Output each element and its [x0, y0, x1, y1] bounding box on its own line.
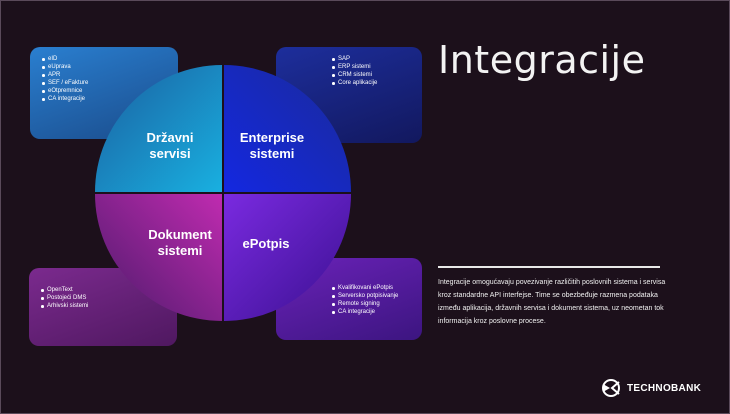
technobank-logo-icon [602, 379, 620, 397]
list-item: OpenText [41, 286, 167, 294]
list-item: Serversko potpisivanje [332, 292, 412, 300]
list-dokument-sistemi: OpenText Postojeći DMS Arhivski sistemi [39, 276, 167, 310]
list-drzavni-servisi: eID eUprava APR SEF / eFakture eOtpremni… [40, 55, 168, 103]
logo-text: TECHNOBANK [627, 382, 702, 394]
list-epotpis: Kvalifikovani ePotpis Serversko potpisiv… [286, 266, 412, 316]
list-item: Postojeći DMS [41, 294, 167, 302]
list-item: eUprava [42, 63, 168, 71]
quadrant-label-drzavni-servisi: Državni servisi [130, 130, 210, 162]
label-line: servisi [149, 146, 191, 161]
list-item: eOtpremnice [42, 87, 168, 95]
list-item: Arhivski sistemi [41, 302, 167, 310]
technobank-logo: TECHNOBANK [600, 378, 701, 398]
label-line: Dokument [148, 227, 212, 242]
list-item: CA integracije [332, 308, 412, 316]
list-item: CRM sistemi [332, 71, 412, 79]
label-line: ePotpis [242, 236, 290, 251]
list-item: SEF / eFakture [42, 79, 168, 87]
list-item: CA integracije [42, 95, 168, 103]
description-text: Integracije omogućavaju povezivanje razl… [438, 279, 666, 325]
label-line: sistemi [157, 243, 203, 258]
label-line: Enterprise [239, 130, 305, 145]
list-item: Remote signing [332, 300, 412, 308]
list-item: eID [42, 55, 168, 63]
quadrant-label-dokument-sistemi: Dokument sistemi [130, 227, 230, 259]
divider-line [438, 266, 660, 268]
quadrant-label-enterprise-sistemi: Enterprise sistemi [228, 130, 316, 162]
list-item: Core aplikacije [332, 79, 412, 87]
label-line: sistemi [249, 146, 295, 161]
quadrant-label-epotpis: ePotpis [226, 236, 306, 252]
label-line: Državni [146, 130, 194, 145]
list-item: APR [42, 71, 168, 79]
box-epotpis: Kvalifikovani ePotpis Serversko potpisiv… [276, 258, 422, 340]
list-item: ERP sistemi [332, 63, 412, 71]
list-item: Kvalifikovani ePotpis [332, 284, 412, 292]
slide-title: Integracije [438, 38, 646, 82]
list-item: SAP [332, 55, 412, 63]
list-enterprise-sistemi: SAP ERP sistemi CRM sistemi Core aplikac… [286, 55, 412, 87]
